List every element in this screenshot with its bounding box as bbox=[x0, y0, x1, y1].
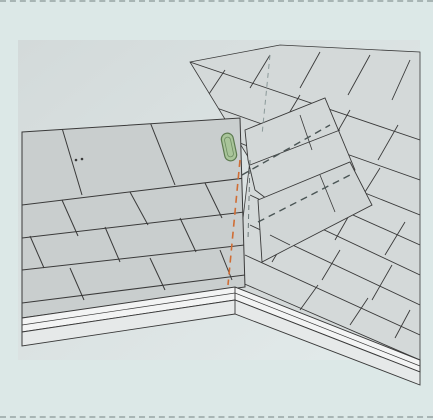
bottom-dashed-border bbox=[0, 416, 433, 418]
left-roof-plane bbox=[22, 118, 245, 318]
